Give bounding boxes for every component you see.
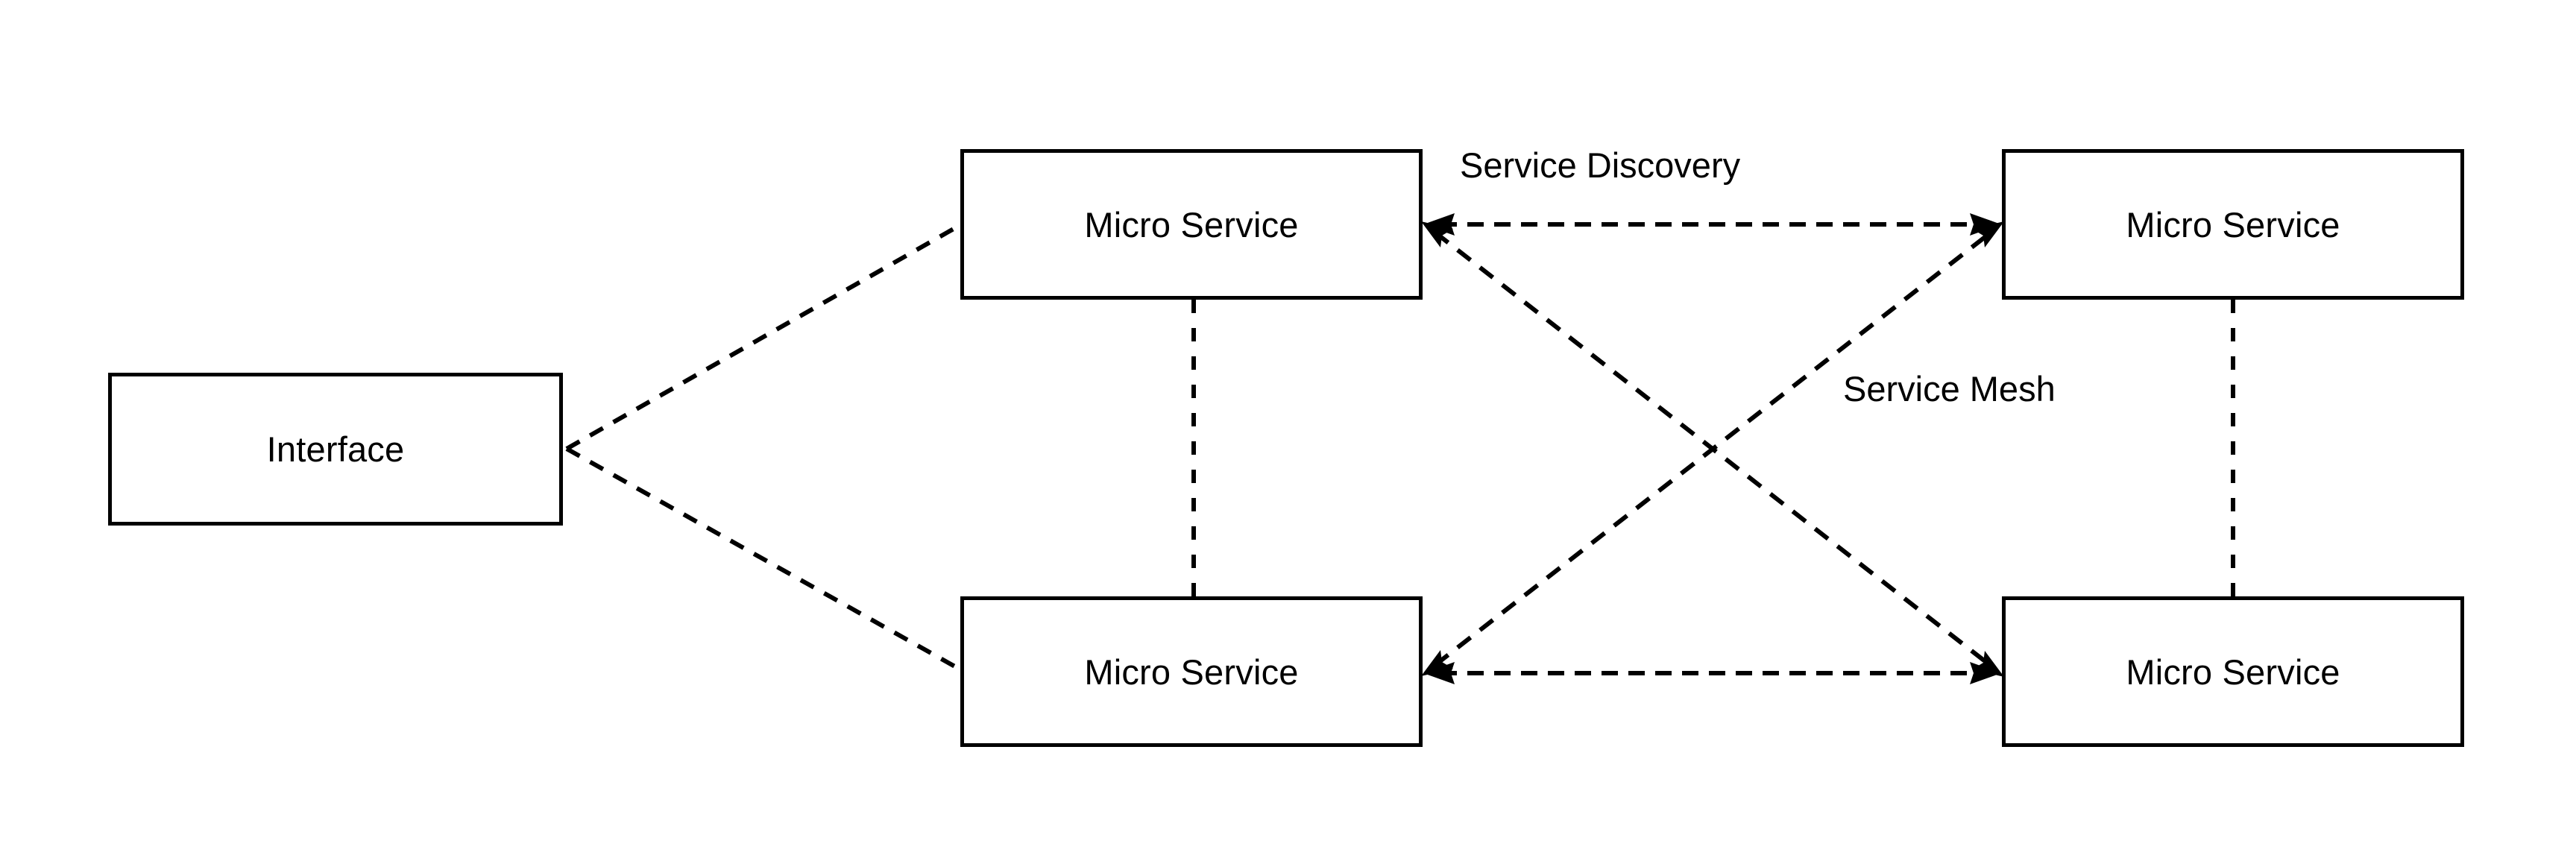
- arrowhead-cross-up-end: [1972, 221, 2004, 247]
- node-micro-service-bottom-middle[interactable]: Micro Service: [960, 596, 1423, 747]
- arrowhead-bottom-row-left: [1423, 662, 1455, 684]
- node-micro-service-top-right[interactable]: Micro Service: [2002, 149, 2464, 300]
- edge-label-service-mesh: Service Mesh: [1843, 369, 2056, 409]
- edge-service-mesh-cross-up: [1434, 230, 1992, 667]
- edge-service-mesh-cross-down: [1434, 230, 1992, 668]
- arrowhead-service-discovery-left: [1423, 213, 1455, 236]
- arrowhead-cross-down-start: [1421, 221, 1453, 247]
- arrowhead-cross-down-end: [1972, 651, 2004, 677]
- arrowhead-cross-up-start: [1421, 650, 1453, 676]
- node-micro-service-bottom-middle-label: Micro Service: [1084, 652, 1299, 692]
- node-micro-service-bottom-right-label: Micro Service: [2126, 652, 2340, 692]
- arrowhead-bottom-row-right: [1970, 662, 2001, 684]
- node-micro-service-top-right-label: Micro Service: [2126, 204, 2340, 245]
- edge-label-service-discovery: Service Discovery: [1460, 145, 1741, 185]
- node-interface-label: Interface: [266, 429, 405, 469]
- node-micro-service-bottom-right[interactable]: Micro Service: [2002, 596, 2464, 747]
- edge-interface-to-bottom-micro-service: [565, 447, 960, 671]
- edge-interface-to-top-micro-service: [565, 224, 960, 451]
- node-micro-service-top-middle[interactable]: Micro Service: [960, 149, 1423, 300]
- node-interface[interactable]: Interface: [108, 373, 563, 526]
- arrowhead-service-discovery-right: [1970, 213, 2001, 236]
- node-micro-service-top-middle-label: Micro Service: [1084, 204, 1299, 245]
